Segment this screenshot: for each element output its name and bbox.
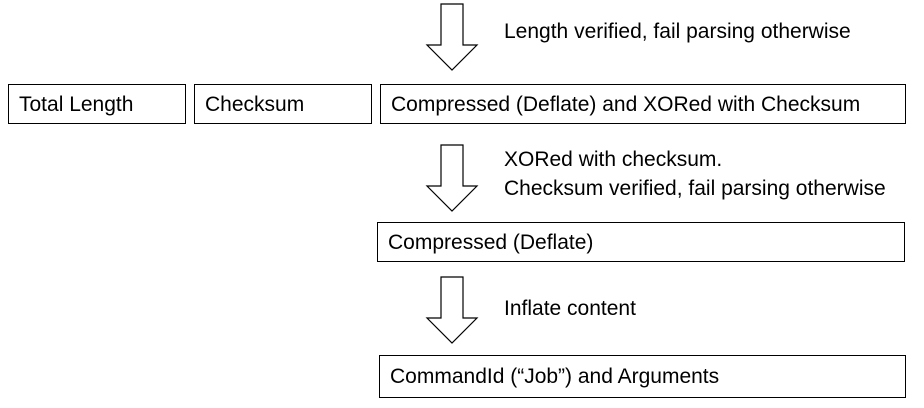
- total-length-field: Total Length: [8, 84, 186, 124]
- note-checksum-verified: Checksum verified, fail parsing otherwis…: [504, 177, 886, 200]
- checksum-label: Checksum: [205, 92, 305, 116]
- compressed-deflate-field: Compressed (Deflate): [377, 222, 905, 262]
- down-arrow-icon: [425, 3, 479, 71]
- down-arrow-icon: [425, 276, 479, 344]
- command-arguments-label: CommandId (“Job”) and Arguments: [390, 365, 720, 388]
- down-arrow-icon: [425, 144, 479, 212]
- compressed-deflate-label: Compressed (Deflate): [388, 230, 594, 254]
- compressed-xored-field: Compressed (Deflate) and XORed with Chec…: [380, 84, 906, 124]
- total-length-label: Total Length: [19, 92, 134, 116]
- command-arguments-field: CommandId (“Job”) and Arguments: [379, 355, 906, 398]
- checksum-field: Checksum: [194, 84, 372, 124]
- note-length-verified: Length verified, fail parsing otherwise: [504, 20, 851, 43]
- note-inflate-content: Inflate content: [504, 297, 636, 320]
- note-xored-checksum: XORed with checksum.: [504, 148, 723, 171]
- compressed-xored-label: Compressed (Deflate) and XORed with Chec…: [391, 92, 861, 116]
